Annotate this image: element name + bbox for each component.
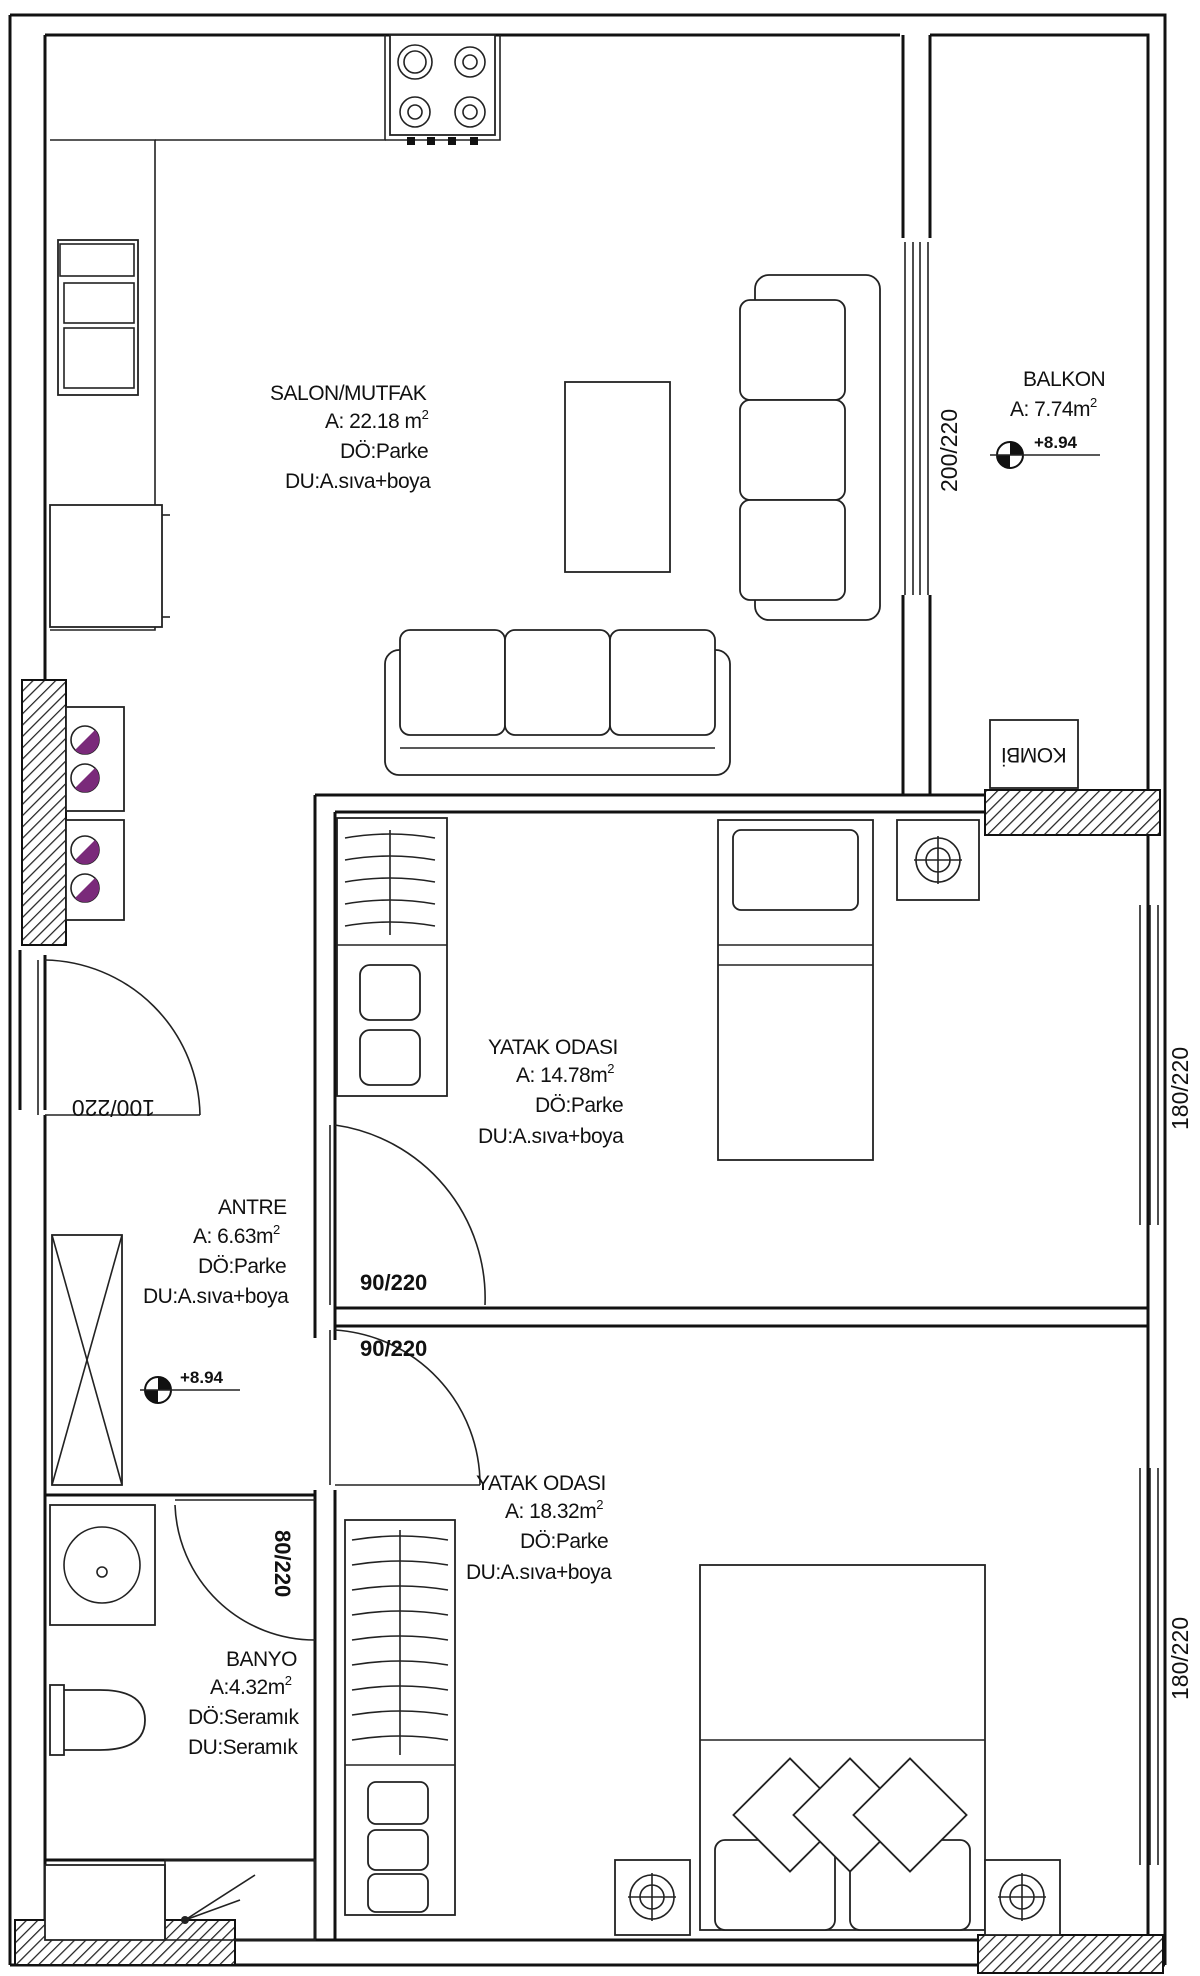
room-floor: DÖ:Parke [198, 1255, 286, 1278]
toilet [49, 1684, 146, 1756]
room-floor: DÖ:Parke [340, 440, 428, 463]
room-name: SALON/MUTFAK [270, 382, 427, 405]
yatak1-label: YATAK ODASI A: 14.78m2 DÖ:Parke DU:A.sıv… [478, 1036, 625, 1148]
washbasin [49, 1504, 156, 1626]
room-wall: DU:A.sıva+boya [143, 1285, 289, 1308]
salon-label: SALON/MUTFAK A: 22.18 m2 DÖ:Parke DU:A.s… [270, 382, 432, 493]
bedroom1-window [1139, 905, 1159, 1225]
kombi-box: KOMBİ [989, 719, 1079, 789]
level-marker: +8.94 [140, 1368, 240, 1404]
column-hatch [984, 789, 1161, 836]
bedroom1-door [329, 1124, 486, 1306]
banyo-label: BANYO A:4.32m2 DÖ:Seramık DU:Seramık [188, 1648, 300, 1759]
level-marker: +8.94 [990, 433, 1100, 469]
kombi-label: KOMBİ [1001, 743, 1066, 766]
nightstand [896, 819, 980, 901]
nightstand [984, 1859, 1061, 1936]
bath-door [174, 1499, 316, 1641]
wardrobe [336, 817, 448, 1097]
room-area: A: 7.74m2 [1010, 395, 1097, 421]
sink [57, 239, 139, 396]
double-bed [699, 1564, 986, 1931]
nightstand [614, 1859, 691, 1936]
bedroom2-door-dim: 90/220 [360, 1336, 427, 1361]
room-wall: DU:A.sıva+boya [478, 1125, 624, 1148]
outer-wall [10, 13, 1167, 830]
room-area: A: 14.78m2 [516, 1061, 614, 1087]
cooktop [389, 34, 496, 136]
room-floor: DÖ:Seramık [188, 1706, 300, 1729]
column-hatch [21, 679, 67, 946]
room-floor: DÖ:Parke [520, 1530, 608, 1553]
balkon-level: +8.94 [1034, 433, 1078, 452]
entry-cabinet [51, 1234, 123, 1486]
walls [8, 13, 1167, 1967]
bedroom2-window [1139, 1468, 1159, 1865]
bedroom2-door [329, 1329, 481, 1486]
room-name: YATAK ODASI [476, 1472, 606, 1495]
room-name: YATAK ODASI [488, 1036, 618, 1059]
single-bed [717, 819, 874, 1161]
room-name: BANYO [226, 1648, 297, 1671]
room-floor: DÖ:Parke [535, 1094, 623, 1117]
balcony-door-dim: 200/220 [936, 409, 962, 492]
room-name: ANTRE [218, 1196, 287, 1219]
antre-label: ANTRE A: 6.63m2 DÖ:Parke DU:A.sıva+boya [143, 1196, 290, 1308]
balcony-door [904, 242, 929, 595]
shower [44, 1859, 316, 1941]
entry-door [37, 959, 201, 1116]
entry-door-dim: 100/220 [72, 1095, 155, 1121]
sofa-horizontal [384, 629, 731, 776]
bedroom1-door-dim: 90/220 [360, 1270, 427, 1295]
bedroom2-window-dim: 180/220 [1167, 1617, 1193, 1700]
room-wall: DU:Seramık [188, 1736, 298, 1759]
antre-level: +8.94 [180, 1368, 224, 1387]
column-hatch [977, 1934, 1164, 1974]
room-area: A: 22.18 m2 [325, 407, 429, 433]
room-wall: DU:A.sıva+boya [466, 1561, 612, 1584]
bath-door-dim: 80/220 [270, 1530, 295, 1597]
room-area: A: 18.32m2 [505, 1497, 603, 1523]
bedroom1-window-dim: 180/220 [1167, 1047, 1193, 1130]
sofa-vertical [739, 274, 881, 621]
wardrobe-2 [344, 1519, 456, 1916]
room-area: A:4.32m2 [210, 1673, 292, 1699]
yatak2-label: YATAK ODASI A: 18.32m2 DÖ:Parke DU:A.sıv… [466, 1472, 613, 1584]
room-area: A: 6.63m2 [193, 1222, 280, 1248]
coffee-table [564, 381, 671, 573]
fridge [49, 504, 163, 628]
room-name: BALKON [1023, 368, 1105, 391]
kitchen-counter [49, 34, 501, 631]
room-wall: DU:A.sıva+boya [285, 470, 431, 493]
balkon-label: BALKON A: 7.74m2 [1010, 368, 1106, 421]
shaft-unit [65, 706, 125, 921]
